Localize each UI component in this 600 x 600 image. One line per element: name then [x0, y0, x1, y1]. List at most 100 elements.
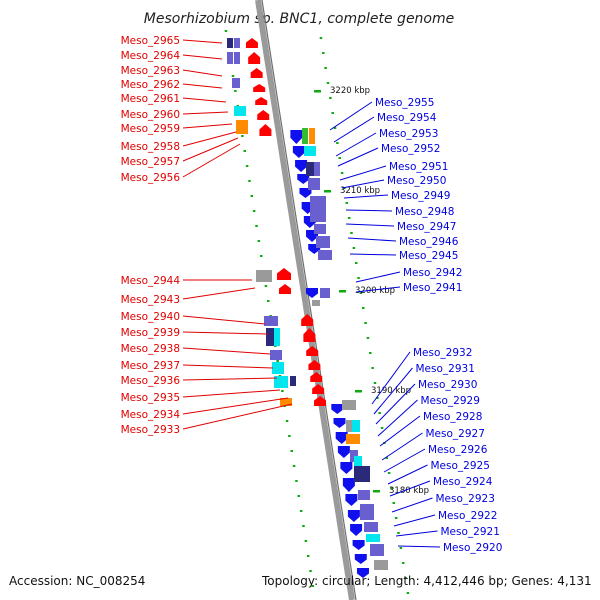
tick-dot-left — [285, 420, 289, 422]
gene-arrow-reverse — [295, 160, 308, 172]
cog-category-box — [342, 400, 356, 410]
gene-arrow-forward — [306, 346, 319, 356]
label-leader-line — [393, 514, 436, 527]
label-leader-line — [373, 367, 413, 415]
gene-arrow-reverse — [345, 494, 358, 506]
label-leader-line — [349, 253, 397, 256]
cog-category-box — [290, 376, 296, 386]
gene-label-left: Meso_2939 — [121, 327, 180, 339]
tick-dot-left — [292, 465, 296, 467]
gene-arrow-forward — [253, 84, 266, 92]
kbp-tick — [324, 190, 331, 193]
gene-arrow-reverse — [299, 188, 312, 198]
tick-dot-right — [322, 52, 325, 54]
tick-dot-left — [248, 180, 251, 182]
tick-dot-left — [231, 75, 235, 77]
tick-dot-right — [369, 352, 372, 354]
gene-label-left: Meso_2965 — [121, 35, 180, 47]
tick-dot-left — [257, 240, 261, 242]
tick-dot-right — [366, 337, 370, 339]
gene-arrow-reverse — [356, 568, 369, 578]
accession-label: Accession: NC_008254 — [9, 574, 146, 588]
label-leader-line — [182, 389, 281, 398]
kbp-label: 3190 kbp — [371, 386, 411, 396]
gene-arrow-reverse — [340, 462, 353, 474]
label-leader-line — [182, 69, 223, 77]
kbp-label: 3200 kbp — [355, 286, 395, 296]
tick-dot-left — [252, 210, 256, 212]
gene-label-right: Meso_2920 — [443, 542, 502, 554]
tick-dot-left — [311, 585, 315, 587]
tick-dot-left — [245, 165, 249, 167]
cog-category-box — [234, 52, 240, 64]
tick-dot-left — [276, 360, 279, 362]
label-leader-line — [182, 331, 269, 335]
gene-label-left: Meso_2936 — [121, 375, 181, 387]
cog-category-box — [256, 270, 272, 282]
label-leader-line — [182, 315, 266, 325]
gene-label-left: Meso_2960 — [121, 109, 180, 121]
gene-arrow-reverse — [354, 554, 367, 564]
tick-dot-left — [281, 390, 284, 392]
gene-arrow-reverse — [331, 404, 344, 414]
gene-arrow-reverse — [292, 146, 305, 158]
tick-dot-right — [364, 322, 367, 324]
tick-dot-left — [304, 540, 308, 542]
gene-label-right: Meso_2954 — [377, 112, 437, 124]
cog-category-box — [308, 178, 320, 190]
tick-dot-left — [302, 525, 305, 527]
cog-category-box — [370, 544, 384, 556]
gene-label-right: Meso_2928 — [423, 411, 482, 423]
tick-dot-left — [306, 555, 310, 557]
gene-label-left: Meso_2959 — [121, 123, 180, 135]
label-leader-line — [375, 383, 416, 425]
cog-category-box — [310, 196, 326, 222]
label-leader-line — [329, 101, 373, 131]
cog-category-box — [306, 162, 314, 176]
tick-dot-left — [295, 480, 298, 482]
cog-category-box — [352, 420, 360, 432]
tick-dot-right — [340, 172, 344, 174]
gene-arrow-forward — [312, 384, 325, 394]
tick-dot-right — [345, 202, 349, 204]
tick-dot-right — [371, 367, 374, 369]
tick-dot-left — [259, 255, 263, 257]
gene-label-left: Meso_2963 — [121, 65, 180, 77]
cog-category-box — [320, 288, 330, 298]
gene-arrow-reverse — [306, 288, 318, 298]
label-leader-line — [343, 194, 389, 199]
gene-arrow-reverse — [333, 418, 346, 428]
tick-dot-right — [347, 217, 351, 219]
gene-arrow-reverse — [297, 174, 310, 184]
cog-category-box — [366, 534, 380, 542]
label-leader-line — [347, 237, 397, 242]
tick-dot-right — [376, 397, 379, 399]
tick-dot-left — [241, 135, 244, 137]
label-leader-line — [333, 116, 375, 143]
tick-dot-right — [378, 412, 381, 414]
cog-category-box — [304, 146, 316, 156]
gene-arrow-forward — [301, 314, 314, 326]
gene-label-left: Meso_2964 — [121, 50, 181, 62]
label-leader-line — [391, 497, 433, 513]
gene-label-right: Meso_2922 — [438, 510, 497, 522]
gene-label-left: Meso_2944 — [121, 275, 181, 287]
label-leader-line — [377, 399, 418, 437]
tick-dot-right — [362, 307, 365, 309]
gene-label-left: Meso_2933 — [121, 424, 180, 436]
chromosome-backbone — [255, 0, 355, 600]
kbp-label: 3180 kbp — [389, 486, 429, 496]
tick-dot-left — [267, 300, 270, 302]
cog-category-box — [318, 250, 332, 260]
gene-label-left: Meso_2940 — [121, 311, 180, 323]
gene-label-right: Meso_2931 — [416, 363, 475, 375]
gene-label-left: Meso_2935 — [121, 392, 180, 404]
gene-label-right: Meso_2929 — [421, 395, 480, 407]
cog-category-box — [354, 466, 370, 482]
cog-category-box — [316, 236, 330, 248]
cog-category-box — [270, 350, 282, 360]
gene-label-right: Meso_2946 — [399, 236, 459, 248]
gene-labels: Meso_2965Meso_2964Meso_2963Meso_2962Meso… — [121, 35, 503, 554]
label-leader-line — [182, 83, 223, 89]
tick-dot-left — [299, 510, 303, 512]
